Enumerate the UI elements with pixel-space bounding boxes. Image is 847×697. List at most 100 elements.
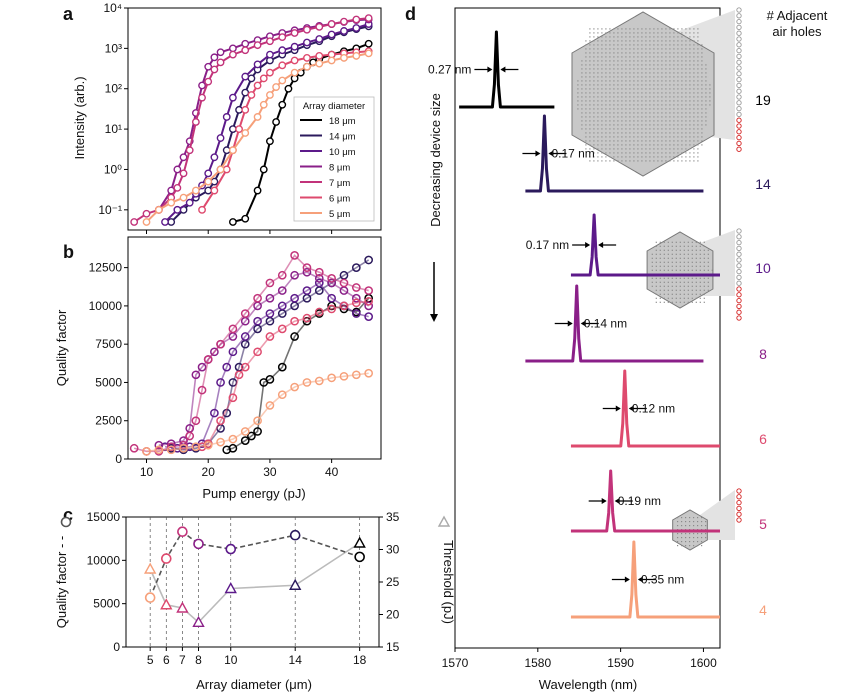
- linewidth-label: 0.35 nm: [641, 573, 684, 587]
- air-hole-dot: [617, 32, 619, 34]
- air-hole-dot: [653, 56, 655, 58]
- air-hole-dot: [687, 301, 689, 303]
- air-hole-dot: [605, 72, 607, 74]
- air-hole-dot: [593, 32, 595, 34]
- air-hole-dot: [701, 128, 703, 130]
- air-hole-dot: [613, 68, 615, 70]
- panel-a-ytick-label: 10⁻¹: [98, 203, 122, 217]
- air-hole-dot: [601, 136, 603, 138]
- air-hole-dot: [593, 140, 595, 142]
- air-hole-dot: [659, 281, 661, 283]
- air-hole-dot: [657, 156, 659, 158]
- air-hole-dot: [589, 36, 591, 38]
- air-hole-dot: [597, 56, 599, 58]
- air-hole-dot: [645, 76, 647, 78]
- air-hole-dot: [649, 68, 651, 70]
- panel-a-ytick-label: 10¹: [105, 122, 122, 136]
- air-hole-dot: [601, 100, 603, 102]
- panel-b-point: [234, 370, 244, 380]
- air-hole-dot: [677, 44, 679, 46]
- air-hole-dot: [651, 269, 653, 271]
- air-hole-dot: [661, 60, 663, 62]
- panel-b-point: [265, 278, 275, 288]
- air-hole-dot: [645, 100, 647, 102]
- panel-a-point: [272, 83, 280, 91]
- spectrum-8: [525, 284, 704, 363]
- air-hole-dot: [659, 289, 661, 291]
- air-hole-dot: [625, 100, 627, 102]
- panel-b-point: [327, 293, 336, 303]
- panel-b-point: [240, 436, 250, 445]
- air-hole-dot: [641, 136, 643, 138]
- panel-b-point: [253, 347, 262, 357]
- panel-d-xtick-label: 1590: [607, 656, 634, 670]
- air-hole-dot: [637, 160, 639, 162]
- air-hole-dot: [585, 116, 587, 118]
- air-hole-dot: [637, 96, 639, 98]
- threshold-point: [192, 615, 205, 627]
- air-hole-dot: [633, 92, 635, 94]
- air-hole-dot: [693, 56, 695, 58]
- air-hole-dot: [625, 68, 627, 70]
- panel-b-point: [240, 332, 250, 341]
- air-hole-dot: [695, 241, 697, 243]
- air-hole-dot: [645, 140, 647, 142]
- panel-a-point: [315, 23, 324, 31]
- air-hole-dot: [641, 128, 643, 130]
- air-hole-dot: [605, 116, 607, 118]
- air-hole-dot: [613, 84, 615, 86]
- panel-b-point: [327, 373, 336, 383]
- air-hole-dot: [597, 124, 599, 126]
- air-hole-dot: [593, 104, 595, 106]
- air-hole-dot: [629, 80, 631, 82]
- air-hole-dot: [657, 152, 659, 154]
- air-hole-dot: [609, 100, 611, 102]
- panel-b-point: [351, 263, 361, 272]
- air-hole-dot: [705, 537, 707, 539]
- panel-a-point: [167, 186, 176, 195]
- panel-a-point: [278, 76, 287, 85]
- air-hole-dot: [657, 92, 659, 94]
- air-hole-dot: [645, 128, 647, 130]
- air-hole-dot: [617, 44, 619, 46]
- panel-a-point: [364, 39, 373, 48]
- air-hole-dot: [689, 32, 691, 34]
- air-hole-dot: [677, 40, 679, 42]
- air-hole-dot: [601, 112, 603, 114]
- air-hole-dot: [655, 261, 657, 263]
- air-hole-dot: [695, 269, 697, 271]
- air-hole-dot: [651, 261, 653, 263]
- air-hole-dot: [601, 144, 603, 146]
- air-hole-dot: [661, 92, 663, 94]
- air-hole-dot: [641, 60, 643, 62]
- air-hole-dot: [633, 36, 635, 38]
- air-hole-dot: [681, 541, 683, 543]
- air-hole-dot: [629, 156, 631, 158]
- air-hole-dot: [641, 92, 643, 94]
- air-hole-dot: [645, 152, 647, 154]
- panel-a-point: [173, 165, 182, 174]
- air-hole-dot: [617, 36, 619, 38]
- air-hole-dot: [693, 80, 695, 82]
- panel-b-point: [339, 371, 349, 381]
- air-hole-dot: [665, 76, 667, 78]
- air-hole-dot: [649, 124, 651, 126]
- air-hole-dot: [577, 84, 579, 86]
- panel-b-point: [364, 255, 374, 265]
- air-hole-dot: [697, 136, 699, 138]
- air-hole-dot: [701, 72, 703, 74]
- air-hole-dot: [629, 140, 631, 142]
- air-hole-dot: [585, 88, 587, 90]
- air-hole-dot: [617, 120, 619, 122]
- air-hole-dot: [701, 112, 703, 114]
- air-hole-dot: [601, 80, 603, 82]
- air-hole-gray: [736, 263, 742, 269]
- air-hole-dot: [681, 96, 683, 98]
- air-hole-dot: [589, 124, 591, 126]
- air-hole-dot: [685, 80, 687, 82]
- air-hole-dot: [681, 144, 683, 146]
- air-hole-dot: [685, 156, 687, 158]
- air-hole-dot: [687, 257, 689, 259]
- air-hole-dot: [697, 44, 699, 46]
